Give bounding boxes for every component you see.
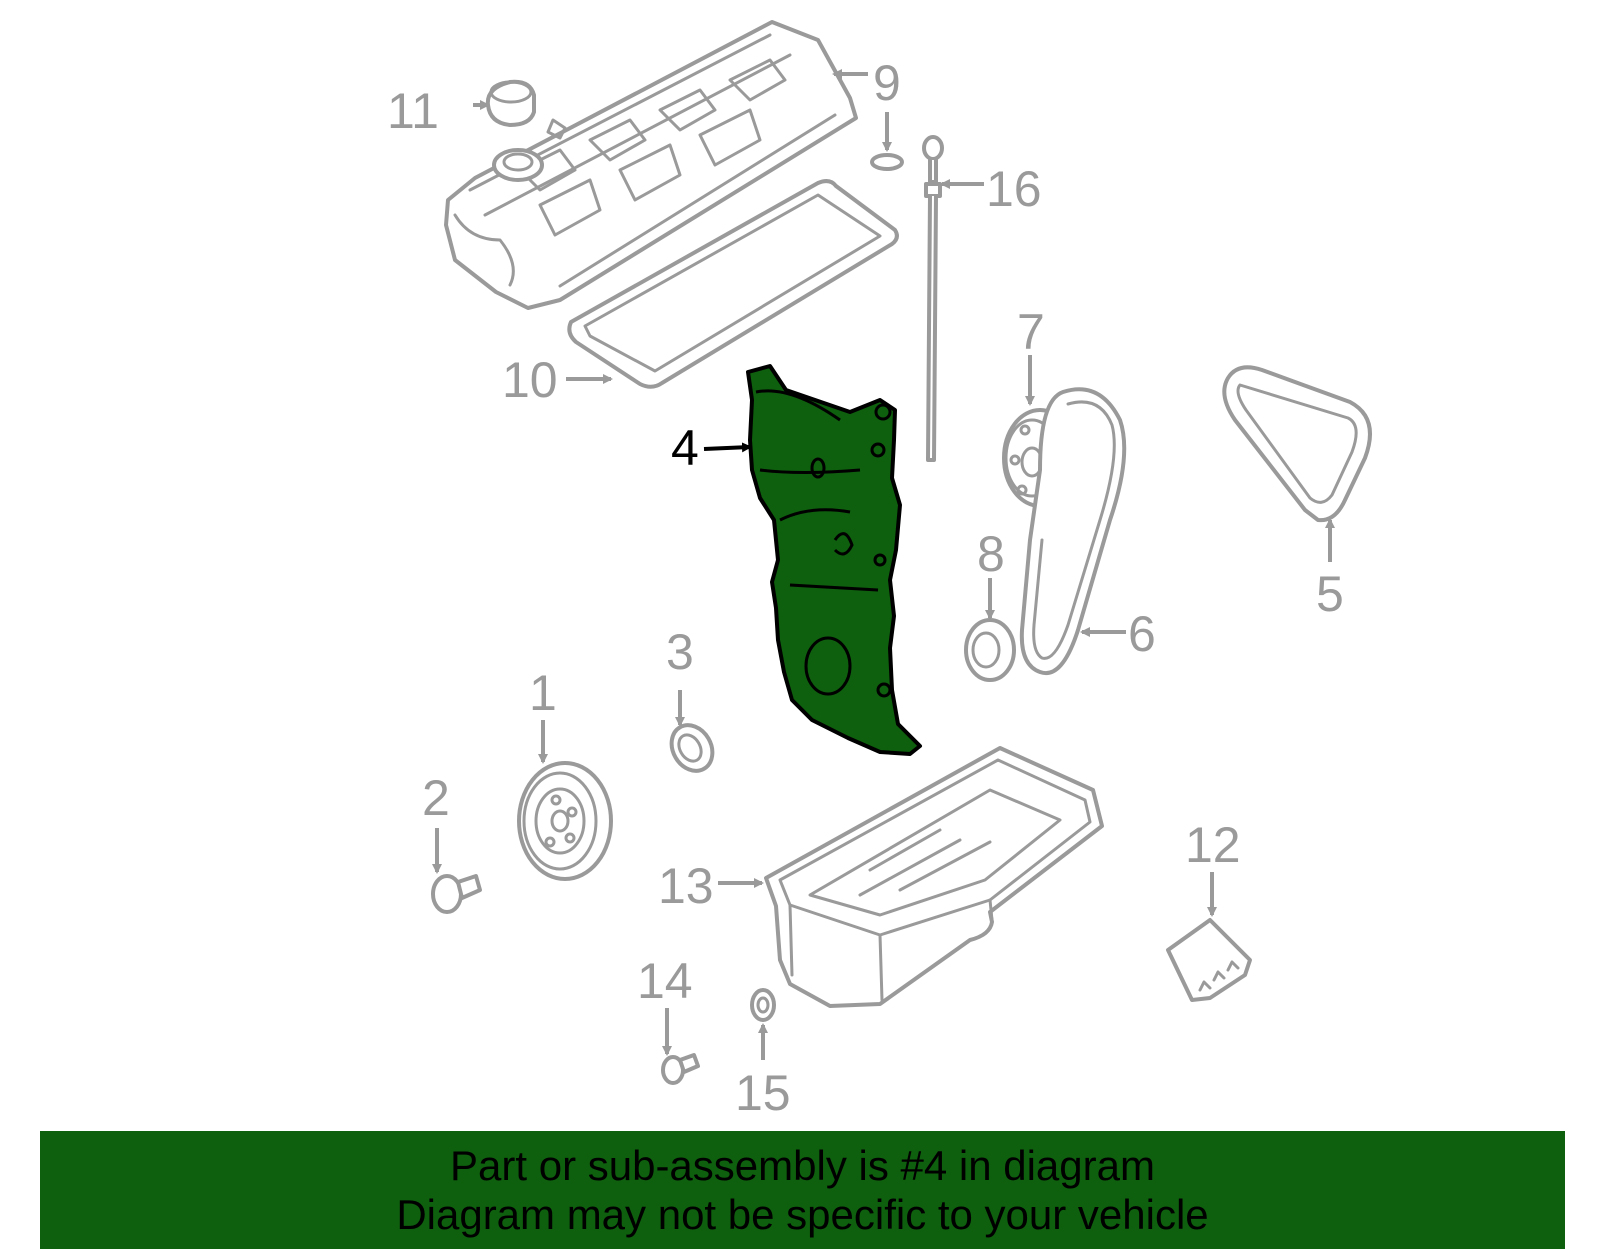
valve-cover-part[interactable]: [444, 20, 858, 310]
crank-bolt-part[interactable]: [431, 874, 482, 914]
drain-bolt-part[interactable]: [661, 1053, 700, 1085]
callout-11: 11: [387, 83, 439, 139]
callout-15: 15: [735, 1065, 791, 1121]
washer-9-part[interactable]: [870, 153, 904, 171]
crankshaft-seal-part[interactable]: [964, 618, 1016, 682]
callout-8: 8: [977, 526, 1005, 582]
oil-filter-part[interactable]: [1166, 918, 1252, 1002]
callout-7: 7: [1017, 304, 1045, 360]
valve-cover-gasket-part[interactable]: [567, 179, 899, 389]
callout-13: 13: [658, 858, 714, 914]
callout-5: 5: [1316, 566, 1344, 622]
dipstick-part[interactable]: [922, 135, 944, 462]
drain-washer-part[interactable]: [750, 988, 776, 1022]
callout-6: 6: [1128, 606, 1156, 662]
oil-seal-part[interactable]: [664, 718, 721, 779]
oil-filler-cap-part[interactable]: [485, 79, 536, 127]
callout-2: 2: [422, 770, 450, 826]
leader-arrow-4: [703, 442, 752, 453]
callout-10: 10: [502, 352, 558, 408]
info-banner: Part or sub-assembly is #4 in diagram Di…: [40, 1131, 1565, 1249]
callout-16: 16: [986, 161, 1042, 217]
callout-12: 12: [1185, 817, 1241, 873]
crankshaft-pulley-part[interactable]: [517, 761, 613, 881]
banner-line-part-number: Part or sub-assembly is #4 in diagram: [450, 1142, 1155, 1189]
callout-1: 1: [529, 665, 557, 721]
oil-pan-part[interactable]: [764, 746, 1104, 1008]
callout-14: 14: [637, 953, 693, 1009]
callout-3: 3: [666, 624, 694, 680]
timing-belt-part[interactable]: [1019, 387, 1127, 676]
callout-9: 9: [873, 55, 901, 111]
callout-4: 4: [671, 420, 699, 476]
banner-line-disclaimer: Diagram may not be specific to your vehi…: [396, 1191, 1209, 1238]
timing-cover-part-highlighted[interactable]: [746, 364, 922, 756]
drive-belt-part[interactable]: [1222, 365, 1372, 523]
